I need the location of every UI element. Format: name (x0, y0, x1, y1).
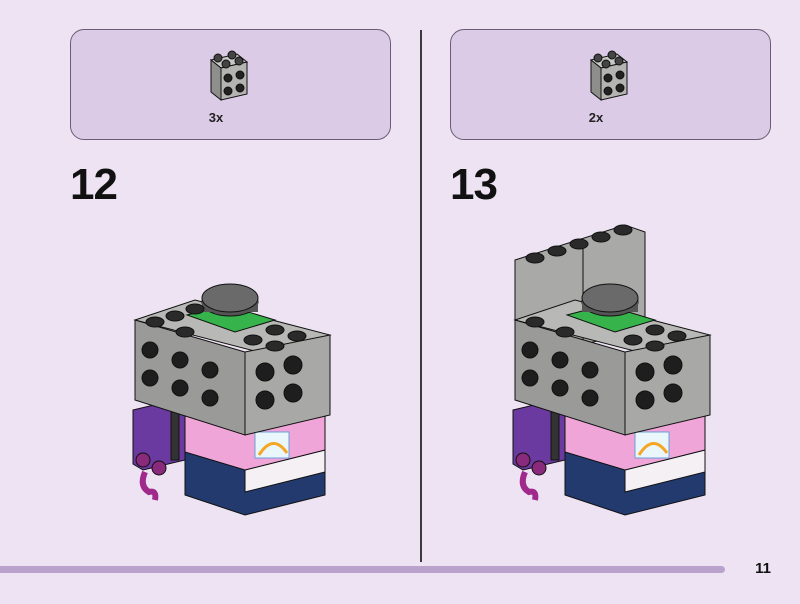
page-progress-bar (0, 566, 725, 573)
step-number-13: 13 (450, 160, 498, 209)
gray-2x2-brick-icon (209, 50, 249, 102)
part-count: 2x (588, 110, 604, 125)
parts-callout-step-13: 2x (450, 29, 771, 140)
parts-callout-step-12: 3x (70, 29, 391, 140)
step-number-12: 12 (70, 160, 118, 209)
brick-model-step-12 (132, 283, 332, 516)
brick-model-step-13 (512, 224, 712, 516)
page-number: 11 (755, 560, 771, 577)
gray-2x2-brick-icon (589, 50, 629, 102)
column-divider (420, 30, 422, 562)
part-count: 3x (208, 110, 224, 125)
